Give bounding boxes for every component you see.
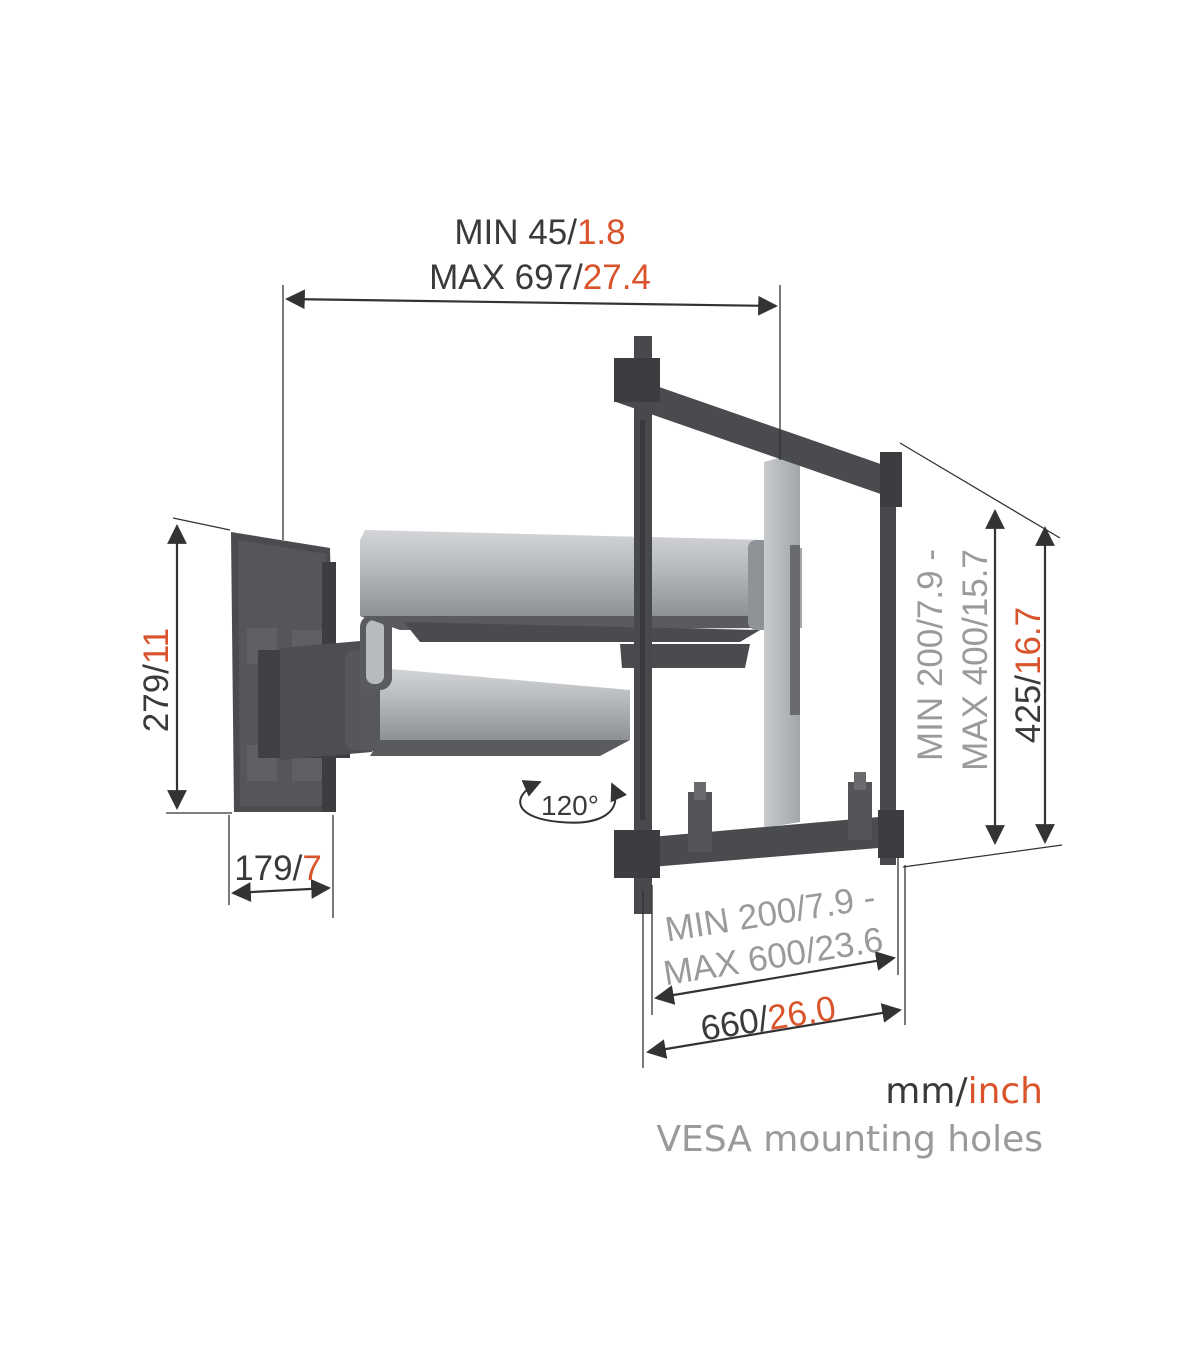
arm-extension-max-label: MAX 697/27.4 bbox=[429, 258, 651, 297]
upper-arm bbox=[360, 530, 772, 668]
unit-legend: mm/inch bbox=[885, 1071, 1043, 1112]
vesa-vertical-line1: MIN 200/7.9 - bbox=[911, 549, 950, 761]
frame-width-label: 660/26.0 bbox=[698, 989, 839, 1049]
wall-plate-width-label: 179/7 bbox=[234, 849, 322, 888]
dimension-lines bbox=[166, 285, 1063, 1068]
vesa-frame bbox=[614, 336, 904, 914]
vertical-column bbox=[764, 452, 800, 828]
elbow-joint bbox=[360, 615, 392, 690]
swivel-angle-label: 120° bbox=[541, 790, 599, 821]
frame-height-label: 425/16.7 bbox=[1009, 607, 1048, 743]
vesa-holes-note: VESA mounting holes bbox=[656, 1119, 1043, 1160]
lower-arm bbox=[360, 668, 630, 756]
arm-extension-min-label: MIN 45/1.8 bbox=[454, 213, 625, 252]
vesa-vertical-line2: MAX 400/15.7 bbox=[956, 549, 995, 771]
wall-plate-height-label: 279/11 bbox=[137, 628, 176, 732]
legend: mm/inch VESA mounting holes bbox=[656, 1071, 1043, 1160]
product-illustration bbox=[231, 336, 904, 914]
